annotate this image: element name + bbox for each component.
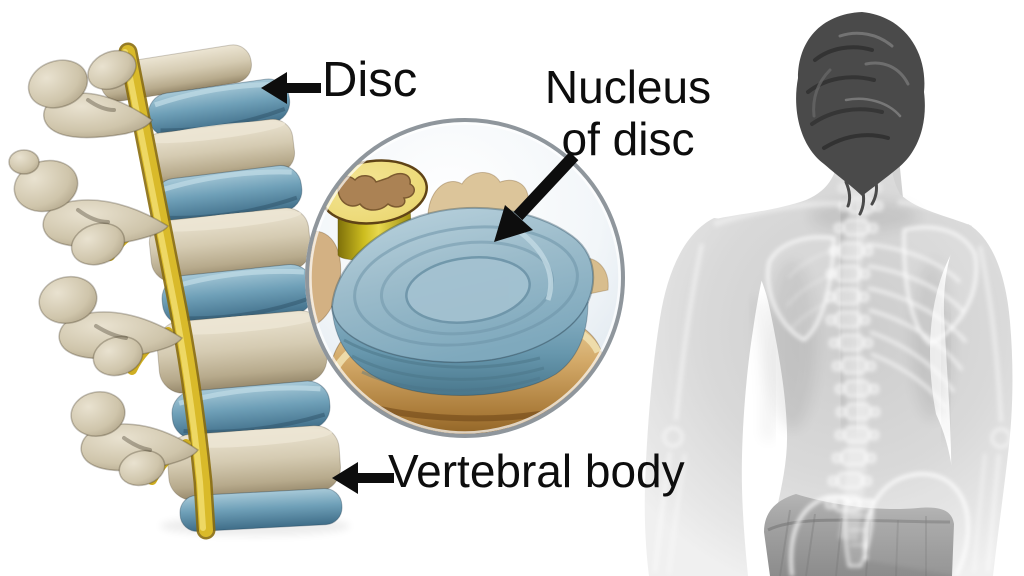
vertebral-body-arrow-icon xyxy=(332,462,394,494)
vertebra xyxy=(156,310,328,394)
inset-disc-front xyxy=(331,301,589,397)
label-arrows xyxy=(261,72,579,494)
vertebra-processes xyxy=(8,49,200,487)
back-photo xyxy=(644,12,1013,576)
disc xyxy=(171,380,331,440)
nucleus-label-line2: of disc xyxy=(561,112,695,165)
xray-scapula-right xyxy=(902,226,978,346)
xray-sacrum xyxy=(843,499,874,567)
disc-fold-highlight xyxy=(518,230,554,301)
xray-scapula-left xyxy=(766,235,836,342)
nucleus-label-line1: Nucleus xyxy=(544,61,712,113)
xray-skeleton xyxy=(653,163,1012,576)
nucleus-arrow-icon xyxy=(494,151,579,242)
xray-sacrum-lines xyxy=(849,514,869,546)
disc-nucleus xyxy=(405,256,531,324)
annulus-layer-line xyxy=(343,338,541,369)
left-arm xyxy=(644,218,774,576)
vertebral-body-label: Vertebral body xyxy=(388,445,685,497)
disc-inset xyxy=(305,118,625,438)
inset-ring-inner-highlight xyxy=(309,122,621,434)
disc xyxy=(179,488,343,532)
disc-label: Disc xyxy=(322,53,418,107)
nucleus-label: Nucleus of disc xyxy=(524,61,732,165)
disc-arrow-icon xyxy=(261,72,321,104)
hair xyxy=(796,12,925,216)
annulus-layer-line xyxy=(361,370,541,392)
vertebra xyxy=(148,207,312,283)
xray-arm-bones-right xyxy=(972,245,1012,573)
annulus-ring xyxy=(353,225,579,347)
annulus-layer-line xyxy=(351,354,545,381)
cord-gray-matter xyxy=(336,173,415,211)
inset-ring xyxy=(305,118,625,438)
process-shadows xyxy=(76,98,152,452)
xray-iliac-left xyxy=(789,495,853,576)
xray-shoulder-right xyxy=(897,199,994,233)
xray-arm-bones-left xyxy=(653,243,704,575)
spine-illustration xyxy=(8,42,350,540)
xray-shoulder-left xyxy=(713,200,843,227)
